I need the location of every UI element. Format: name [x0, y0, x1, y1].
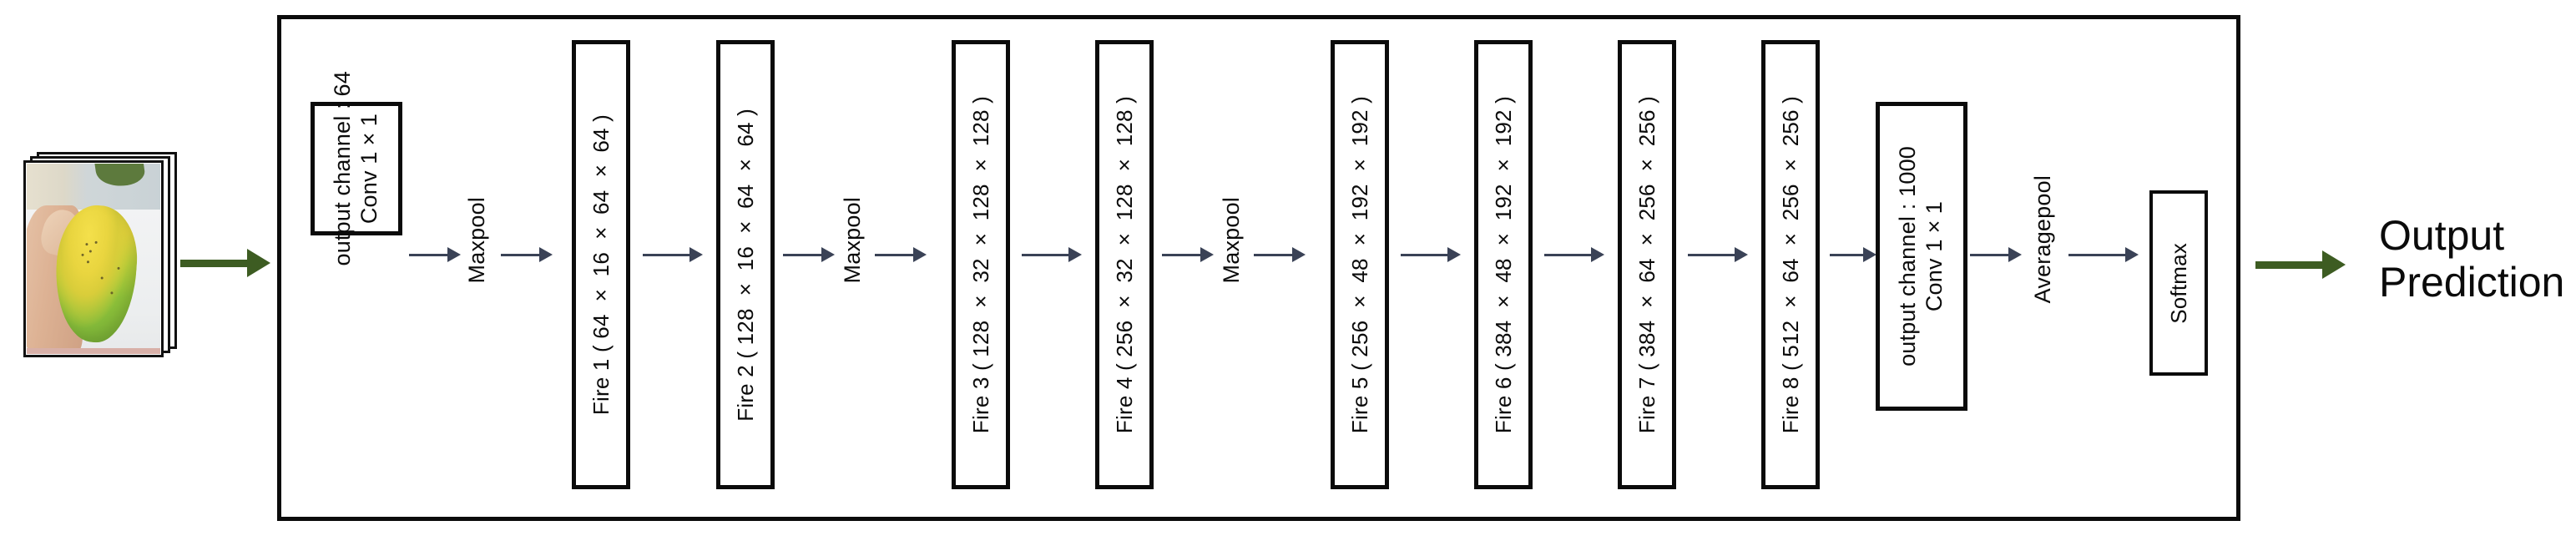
arrow-fire2-to-pool2	[783, 247, 835, 262]
block-conv1-label: output channel : 64	[330, 71, 356, 266]
arrow-fire1-to-fire2	[643, 247, 703, 262]
output-arrow	[2255, 250, 2346, 279]
arrow-conv2-to-avgpool	[1970, 247, 2022, 262]
arrow-fire7-to-fire8	[1688, 247, 1748, 262]
label-maxpool-1-text: Maxpool	[464, 197, 489, 284]
photo-bottom-strip	[27, 348, 160, 354]
block-fire1-label: Fire 1 ( 64 × 16 × 64 × 64 )	[588, 114, 614, 416]
block-fire4-label: Fire 4 ( 256 × 32 × 128 × 128 )	[1111, 95, 1137, 434]
arrow-fire5-to-fire6	[1401, 247, 1461, 262]
block-fire7-label: Fire 7 ( 384 × 64 × 256 × 256 )	[1634, 95, 1659, 434]
block-fire8-label: Fire 8 ( 512 × 64 × 256 × 256 )	[1777, 95, 1803, 434]
output-line-2: Prediction	[2379, 259, 2565, 306]
label-maxpool-2-text: Maxpool	[840, 197, 865, 284]
block-fire6[interactable]: Fire 6 ( 384 × 48 × 192 × 192 )	[1474, 40, 1533, 489]
arrow-pool1-to-fire1	[501, 247, 553, 262]
block-fire2[interactable]: Fire 2 ( 128 × 16 × 64 × 64 )	[716, 40, 775, 489]
block-fire7[interactable]: Fire 7 ( 384 × 64 × 256 × 256 )	[1618, 40, 1676, 489]
label-averagepool-text: Averagepool	[2030, 175, 2055, 304]
arrow-fire6-to-fire7	[1544, 247, 1604, 262]
arrow-pool3-to-fire5	[1254, 247, 1306, 262]
arrow-conv1-to-pool1	[409, 247, 461, 262]
arrow-fire4-to-pool3	[1162, 247, 1214, 262]
output-line-1: Output	[2379, 212, 2505, 259]
block-fire2-label: Fire 2 ( 128 × 16 × 64 × 64 )	[732, 108, 758, 422]
input-photo-mango	[27, 164, 160, 354]
label-maxpool-2: Maxpool	[840, 197, 868, 314]
label-maxpool-3-text: Maxpool	[1219, 197, 1244, 284]
label-averagepool: Averagepool	[2030, 175, 2058, 334]
arrow-pool2-to-fire3	[875, 247, 927, 262]
block-fire5-label: Fire 5 ( 256 × 48 × 192 × 192 )	[1346, 95, 1372, 434]
arrow-fire3-to-fire4	[1022, 247, 1082, 262]
arrow-fire8-to-conv2	[1830, 247, 1876, 262]
block-fire5[interactable]: Fire 5 ( 256 × 48 × 192 × 192 )	[1331, 40, 1389, 489]
block-fire4[interactable]: Fire 4 ( 256 × 32 × 128 × 128 )	[1095, 40, 1154, 489]
input-image-stack	[12, 152, 179, 361]
block-fire1[interactable]: Fire 1 ( 64 × 16 × 64 × 64 )	[572, 40, 630, 489]
block-fire3[interactable]: Fire 3 ( 128 × 32 × 128 × 128 )	[952, 40, 1010, 489]
block-softmax-label: Softmax	[2165, 242, 2191, 324]
block-conv2[interactable]: output channel : 1000 Conv 1×1	[1876, 102, 1967, 411]
label-maxpool-3: Maxpool	[1219, 197, 1247, 314]
block-fire6-label: Fire 6 ( 384 × 48 × 192 × 192 )	[1490, 95, 1516, 434]
block-conv2-label-2: Conv 1×1	[1922, 200, 1947, 312]
arrow-avgpool-to-softmax	[2068, 247, 2139, 262]
input-arrow	[180, 249, 270, 277]
block-conv1[interactable]: output channel : 64 Conv 1×1	[311, 71, 402, 266]
label-maxpool-1: Maxpool	[464, 197, 492, 314]
block-fire3-label: Fire 3 ( 128 × 32 × 128 × 128 )	[967, 95, 993, 434]
output-prediction-text: Output Prediction	[2379, 212, 2571, 306]
block-fire8[interactable]: Fire 8 ( 512 × 64 × 256 × 256 )	[1761, 40, 1820, 489]
block-conv1-label-2: Conv 1×1	[356, 113, 381, 225]
block-softmax[interactable]: Softmax	[2149, 190, 2208, 376]
block-conv2-label: output channel : 1000	[1895, 146, 1921, 367]
